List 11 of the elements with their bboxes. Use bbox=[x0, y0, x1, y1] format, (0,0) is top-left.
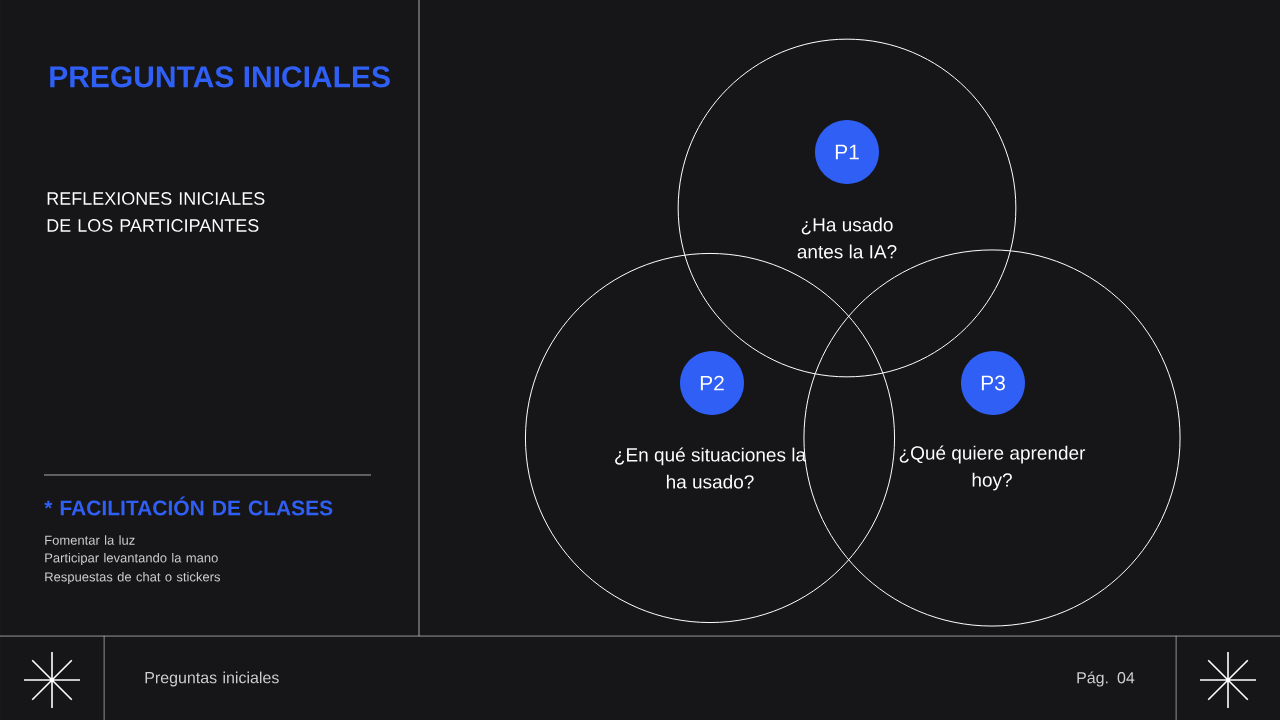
number-badge: P3 bbox=[961, 351, 1025, 415]
subtitle: REFLEXIONES INICIALES DE LOS PARTICIPANTES bbox=[47, 192, 265, 232]
body-text: Respuestas de chat o stickers bbox=[45, 571, 221, 585]
number-badge: P2 bbox=[680, 351, 744, 415]
title: PREGUNTAS INICIALES bbox=[50, 66, 390, 88]
page-number: Pág. 04 bbox=[1077, 671, 1135, 687]
body-text: Fomentar la luz bbox=[45, 535, 135, 545]
body-text: Participar levantando la mano bbox=[45, 552, 218, 566]
number-badge: P1 bbox=[815, 120, 879, 184]
section-heading: * FACILITACIÓN DE CLASES bbox=[44, 496, 333, 516]
footer-text: Preguntas iniciales bbox=[145, 671, 279, 687]
